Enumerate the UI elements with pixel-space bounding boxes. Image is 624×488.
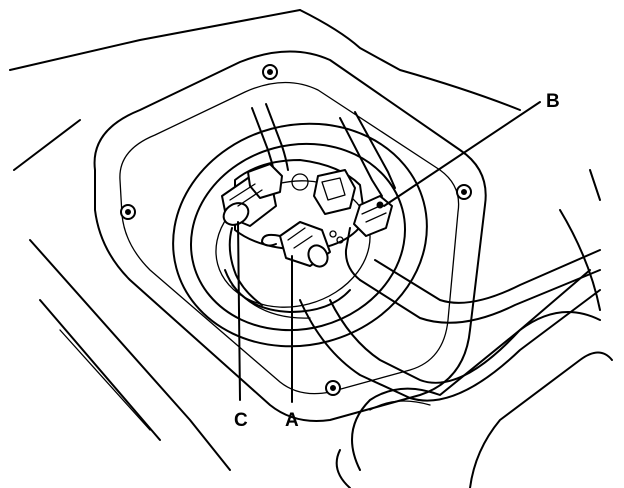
callout-label-a: A <box>285 410 299 431</box>
pump-top-plate <box>234 159 366 251</box>
connector-c <box>221 163 283 306</box>
callout-label-c: C <box>234 410 248 431</box>
cover-bolts <box>120 64 472 396</box>
service-cover-plate <box>93 50 487 422</box>
bolt-top <box>262 64 278 80</box>
upper-hoses <box>251 103 396 197</box>
fuel-lines <box>299 249 613 488</box>
leader-line-c <box>237 221 241 401</box>
leader-lines <box>237 101 541 403</box>
leader-line-b <box>383 101 541 207</box>
tank-body-outline <box>9 9 601 471</box>
bolt-bottom <box>325 380 341 396</box>
bolt-right <box>456 184 472 200</box>
callout-label-b: B <box>546 91 560 112</box>
connector-a <box>261 221 331 268</box>
bolt-left <box>120 204 136 220</box>
connector-b <box>344 195 393 281</box>
